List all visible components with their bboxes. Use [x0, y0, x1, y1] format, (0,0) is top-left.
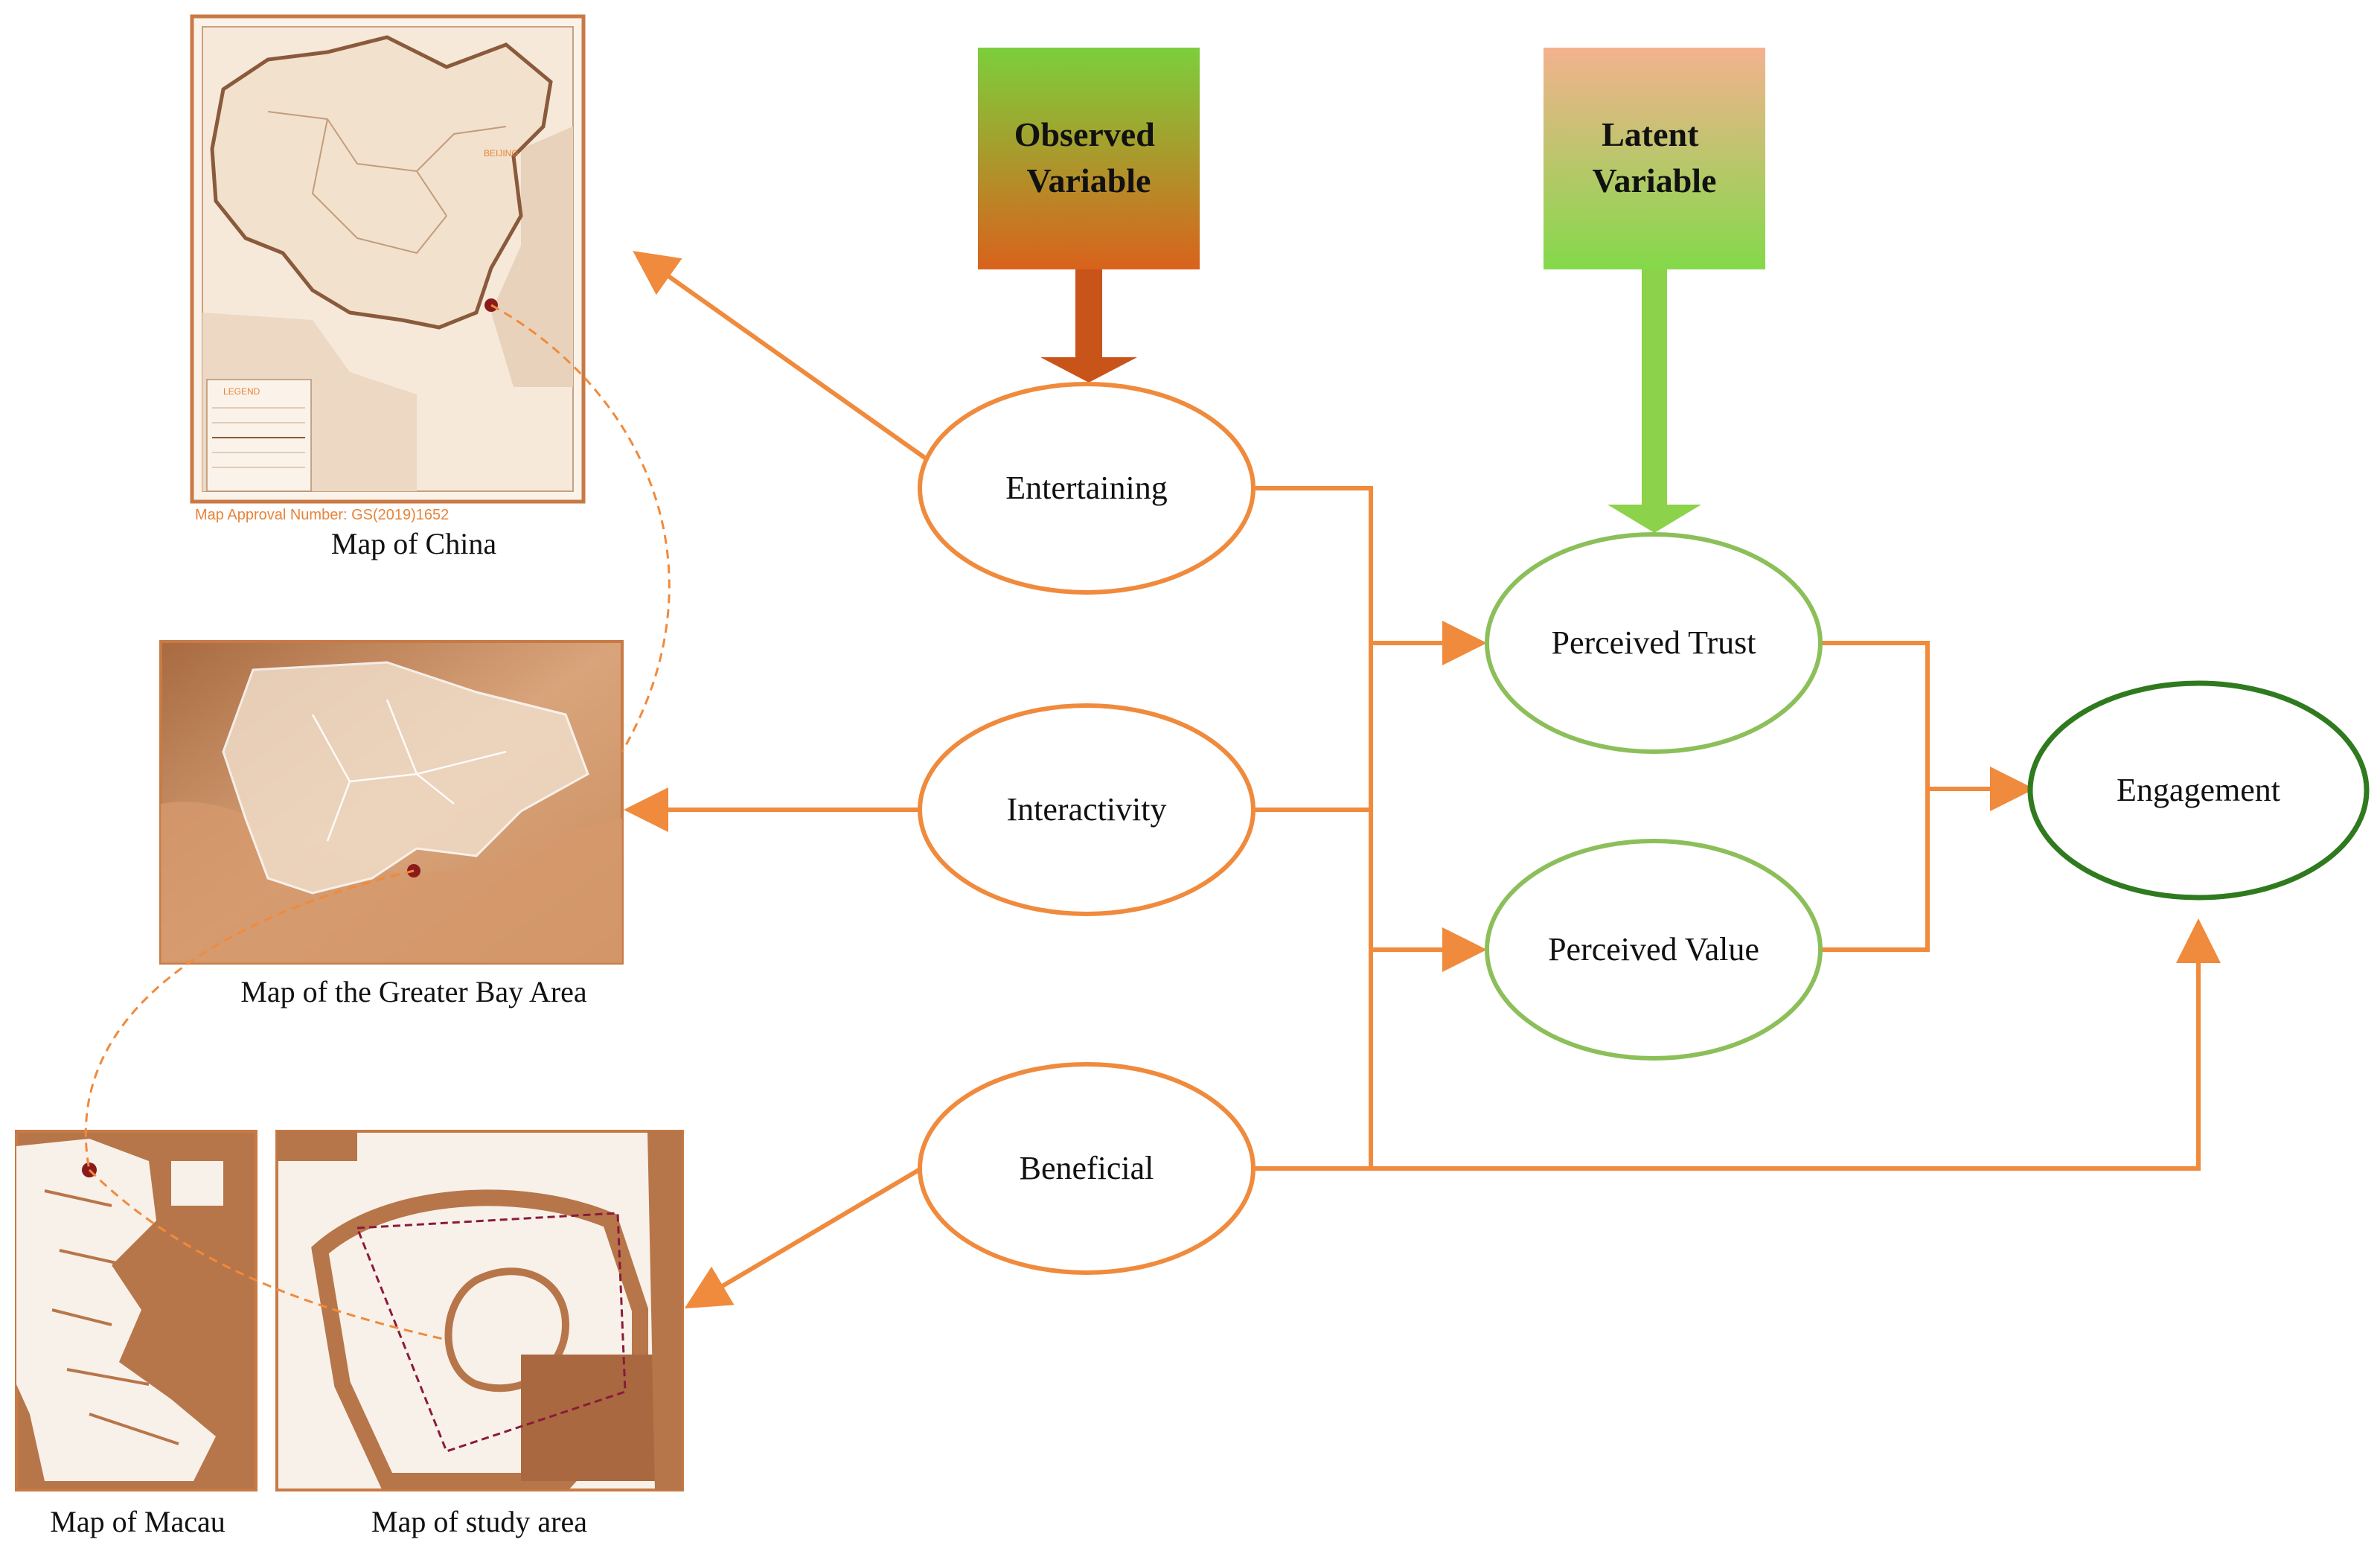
arrow-beneficial-engagement	[1255, 918, 2221, 1171]
svg-text:Latent Variable: Latent Variable	[1593, 115, 1717, 199]
china-approval-number: Map Approval Number: GS(2019)1652	[195, 507, 449, 523]
observed-key-line1: Observed	[1014, 115, 1156, 153]
node-perceived-value: Perceived Value	[1485, 839, 1823, 1061]
line-entertaining-collector	[1255, 486, 1373, 1168]
connector-macau-study	[88, 1168, 447, 1341]
macau-map-caption: Map of Macau	[50, 1505, 225, 1538]
gba-map-caption: Map of the Greater Bay Area	[240, 975, 587, 1008]
china-map: LEGEND BEIJING Map Approval Number: GS(2…	[190, 14, 586, 560]
latent-variable-key: Latent Variable	[1544, 48, 1765, 533]
perceived-trust-label: Perceived Trust	[1552, 624, 1756, 661]
map-connectors	[84, 304, 671, 1341]
china-capital-label: BEIJING	[484, 148, 519, 159]
interactivity-label: Interactivity	[1006, 791, 1166, 828]
node-engagement: Engagement	[2027, 680, 2370, 901]
study-area-caption: Map of study area	[371, 1505, 587, 1538]
latent-key-line1: Latent	[1602, 115, 1699, 153]
connector-gba-macau	[84, 869, 415, 1171]
node-perceived-trust: Perceived Trust	[1485, 532, 1823, 754]
china-legend-title: LEGEND	[223, 386, 260, 397]
study-area-map: Map of study area	[275, 1130, 684, 1538]
node-interactivity: Interactivity	[918, 703, 1255, 916]
node-beneficial: Beneficial	[918, 1062, 1255, 1275]
model-arrows	[624, 251, 2221, 1309]
arrow-entertaining-china	[633, 251, 927, 461]
gba-map: Map of the Greater Bay Area	[159, 640, 624, 1008]
macau-map: Map of Macau	[15, 1130, 257, 1538]
connector-china-gba	[490, 304, 671, 752]
china-map-caption: Map of China	[331, 527, 496, 560]
node-entertaining: Entertaining	[918, 382, 1255, 595]
latent-key-line2: Variable	[1593, 162, 1717, 199]
line-mediators-collector	[1820, 641, 1930, 952]
entertaining-label: Entertaining	[1005, 470, 1168, 506]
beneficial-label: Beneficial	[1020, 1150, 1154, 1186]
engagement-label: Engagement	[2117, 772, 2280, 808]
svg-text:Observed Variable: Observed Variable	[1014, 115, 1164, 199]
perceived-value-label: Perceived Value	[1548, 931, 1759, 968]
observed-key-line2: Variable	[1027, 162, 1151, 199]
observed-variable-key: Observed Variable	[978, 48, 1200, 383]
arrow-beneficial-study	[684, 1166, 923, 1309]
